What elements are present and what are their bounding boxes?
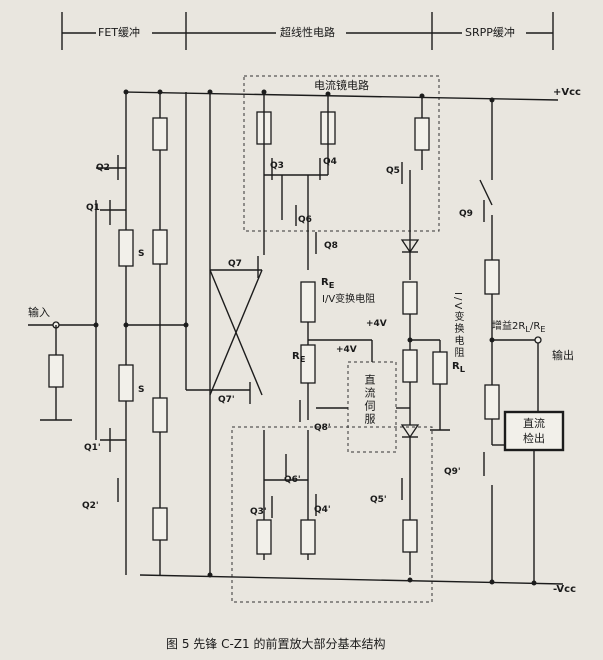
gain-label: 增益2RL/RE	[492, 321, 546, 334]
current-mirror-box-lower	[231, 426, 433, 603]
section-label-fet-buffer: FET缓冲	[98, 26, 140, 39]
transistor-label-q7p: Q7'	[218, 395, 235, 405]
re-mid-text: R	[292, 351, 300, 362]
plus4v-label-a: +4V	[366, 319, 387, 329]
current-mirror-label: 电流镜电路	[314, 79, 369, 92]
re-top-sub: E	[328, 280, 335, 290]
re-mid-sub: E	[299, 354, 306, 364]
transistor-label-q1p: Q1'	[84, 443, 101, 453]
transistor-symbols	[109, 155, 485, 518]
rl-sub: L	[459, 364, 466, 374]
gain-tail: /R	[529, 321, 541, 332]
transistor-label-q4p: Q4'	[314, 505, 331, 515]
section-label-linear-circuit: 超线性电路	[280, 26, 335, 39]
re-label-mid: RE	[292, 351, 306, 364]
dc-servo-label: 直流伺服	[363, 374, 376, 426]
rl-label: RL	[452, 361, 466, 374]
dc-detect-box	[503, 410, 565, 452]
section-label-srpp-buffer: SRPP缓冲	[465, 26, 515, 39]
input-label: 输入	[28, 306, 50, 319]
transistor-label-q3: Q3	[270, 161, 284, 171]
transistor-label-q3p: Q3'	[250, 507, 267, 517]
vcc-pos-label: +Vcc	[553, 87, 581, 98]
transistor-label-q4: Q4	[323, 157, 337, 167]
transistor-label-q9: Q9	[459, 209, 473, 219]
iv-resistor-label-top: I/V变换电阻	[322, 294, 376, 305]
iv-resistor-label-right: I/V变换电阻	[452, 292, 463, 360]
s-label-top: S	[138, 249, 145, 259]
transistor-label-q9p: Q9'	[444, 467, 461, 477]
vcc-neg-rail	[139, 574, 564, 585]
dc-detect-label: 直流检出	[507, 416, 561, 446]
transistor-label-q1: Q1	[86, 203, 100, 213]
transistor-label-q7: Q7	[228, 259, 242, 269]
transistor-label-q8: Q8	[324, 241, 338, 251]
rl-text: R	[452, 361, 460, 372]
gain-sub: L	[525, 324, 530, 334]
transistor-label-q2p: Q2'	[82, 501, 99, 511]
gain-text: 增益2R	[492, 321, 526, 332]
transistor-label-q6p: Q6'	[284, 475, 301, 485]
transistor-label-q8p: Q8'	[314, 423, 331, 433]
transistor-label-q2: Q2	[96, 163, 110, 173]
output-label: 输出	[552, 349, 574, 362]
transistor-label-q5: Q5	[386, 166, 400, 176]
transistor-label-q6: Q6	[298, 215, 312, 225]
vcc-pos-rail	[125, 91, 559, 101]
section-arrows	[61, 12, 554, 50]
gain-sub2: E	[540, 324, 546, 334]
transistor-label-q5p: Q5'	[370, 495, 387, 505]
re-top-text: R	[321, 277, 329, 288]
re-label-top: RE	[321, 277, 335, 290]
vcc-neg-label: -Vcc	[553, 584, 577, 595]
s-label-bottom: S	[138, 385, 145, 395]
dc-detect-text: 直流检出	[523, 417, 545, 445]
plus4v-label-b: +4V	[336, 345, 357, 355]
junction-dots	[93, 89, 537, 586]
current-mirror-box	[243, 75, 440, 232]
figure-caption: 图 5 先锋 C-Z1 的前置放大部分基本结构	[166, 637, 386, 651]
